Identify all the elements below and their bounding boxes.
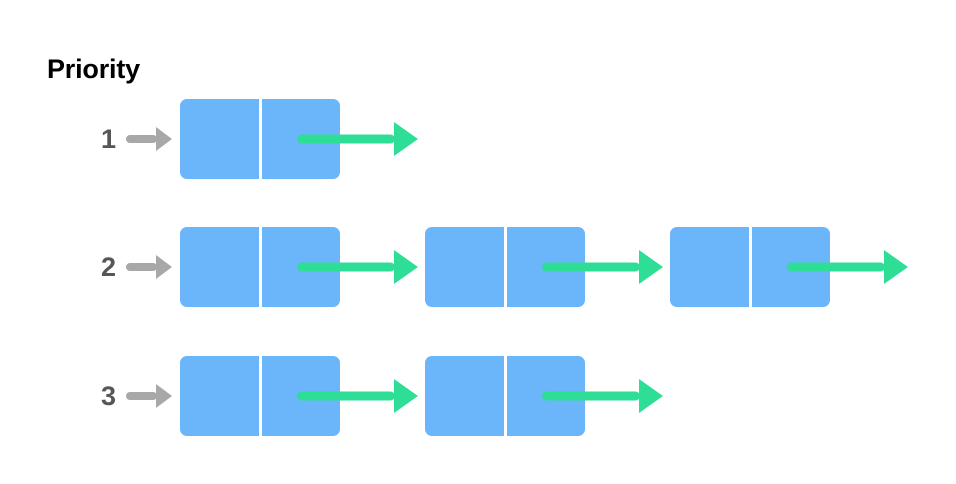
- green-arrow-right-icon-head: [884, 250, 908, 284]
- green-arrow-right-icon: [542, 379, 663, 413]
- priority-label-1: 1: [100, 124, 116, 154]
- next-pointer-arrow: [542, 227, 663, 307]
- node-cell-divider: [259, 356, 262, 436]
- priority-row-2: 2: [0, 227, 956, 307]
- green-arrow-right-icon-head: [639, 250, 663, 284]
- green-arrow-right-icon-shaft: [297, 134, 395, 144]
- node-data-cell: [180, 356, 259, 436]
- priority-head-pointer-2: [126, 227, 172, 307]
- gray-arrow-right-icon: [126, 127, 172, 151]
- green-arrow-right-icon-shaft: [787, 262, 885, 272]
- gray-arrow-right-icon: [126, 384, 172, 408]
- priority-label-2: 2: [100, 252, 116, 282]
- priority-label-3: 3: [100, 381, 116, 411]
- node-data-cell: [425, 227, 504, 307]
- gray-arrow-right-icon: [126, 255, 172, 279]
- green-arrow-right-icon-shaft: [297, 391, 395, 401]
- next-pointer-arrow: [297, 99, 418, 179]
- green-arrow-right-icon-shaft: [542, 391, 640, 401]
- priority-head-pointer-1: [126, 99, 172, 179]
- next-pointer-arrow: [787, 227, 908, 307]
- priority-row-1: 1: [0, 99, 956, 179]
- next-pointer-arrow: [542, 356, 663, 436]
- node-data-cell: [425, 356, 504, 436]
- green-arrow-right-icon-shaft: [297, 262, 395, 272]
- node-data-cell: [180, 99, 259, 179]
- gray-arrow-right-icon-shaft: [126, 263, 157, 271]
- green-arrow-right-icon-head: [394, 250, 418, 284]
- green-arrow-right-icon: [297, 379, 418, 413]
- green-arrow-right-icon-head: [639, 379, 663, 413]
- node-cell-divider: [259, 227, 262, 307]
- node-cell-divider: [259, 99, 262, 179]
- gray-arrow-right-icon-shaft: [126, 392, 157, 400]
- page-title: Priority: [47, 54, 140, 84]
- node-data-cell: [670, 227, 749, 307]
- node-cell-divider: [504, 227, 507, 307]
- green-arrow-right-icon-head: [394, 122, 418, 156]
- green-arrow-right-icon: [297, 122, 418, 156]
- green-arrow-right-icon-head: [394, 379, 418, 413]
- gray-arrow-right-icon-head: [156, 384, 172, 408]
- green-arrow-right-icon: [787, 250, 908, 284]
- next-pointer-arrow: [297, 356, 418, 436]
- green-arrow-right-icon: [542, 250, 663, 284]
- next-pointer-arrow: [297, 227, 418, 307]
- node-cell-divider: [749, 227, 752, 307]
- node-cell-divider: [504, 356, 507, 436]
- green-arrow-right-icon: [297, 250, 418, 284]
- gray-arrow-right-icon-head: [156, 127, 172, 151]
- gray-arrow-right-icon-shaft: [126, 135, 157, 143]
- priority-head-pointer-3: [126, 356, 172, 436]
- gray-arrow-right-icon-head: [156, 255, 172, 279]
- node-data-cell: [180, 227, 259, 307]
- priority-row-3: 3: [0, 356, 956, 436]
- green-arrow-right-icon-shaft: [542, 262, 640, 272]
